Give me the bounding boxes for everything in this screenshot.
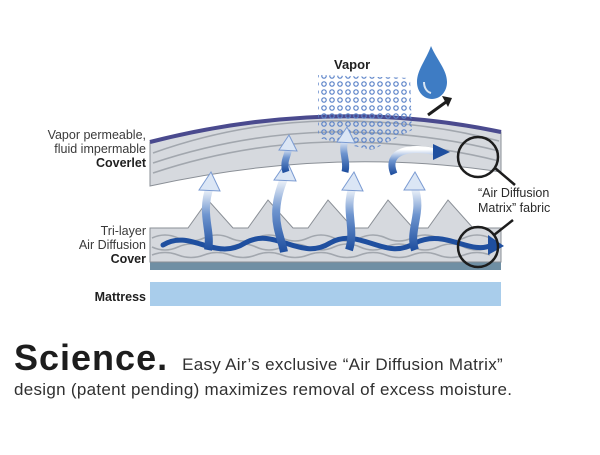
caption-line1: Easy Air’s exclusive “Air Diffusion Matr… bbox=[182, 355, 503, 374]
cover-name: Cover bbox=[110, 252, 146, 266]
cover-base-line bbox=[150, 262, 501, 270]
flow-wave-arrowhead bbox=[488, 235, 504, 255]
up-arrow-6 bbox=[336, 126, 356, 173]
water-drop-icon bbox=[417, 46, 447, 99]
coverlet-desc-line2: fluid impermable bbox=[54, 142, 146, 156]
fabric-callout-line2: Matrix” fabric bbox=[478, 201, 551, 215]
science-heading: Science. bbox=[14, 337, 169, 378]
fabric-callout: “Air Diffusion Matrix” fabric bbox=[478, 186, 550, 216]
magnifier-circle-icon-coverlet bbox=[456, 135, 500, 179]
cover-desc-line1: Tri-layer bbox=[100, 224, 146, 238]
magnifier-circle-icon-cover bbox=[456, 225, 500, 269]
vapor-label: Vapor bbox=[334, 57, 371, 72]
cover-label: Tri-layer Air Diffusion Cover bbox=[20, 224, 146, 266]
caption-row: Science. Easy Air’s exclusive “Air Diffus… bbox=[14, 337, 503, 379]
up-arrow-1 bbox=[198, 170, 221, 251]
coverlet-desc-line1: Vapor permeable, bbox=[47, 128, 146, 142]
diffusion-arrows bbox=[198, 126, 450, 253]
mattress-label: Mattress bbox=[94, 290, 146, 304]
up-arrow-4 bbox=[403, 171, 426, 252]
coverlet-name: Coverlet bbox=[95, 156, 146, 170]
coverlet-label: Vapor permeable, fluid impermable Coverl… bbox=[20, 128, 146, 170]
side-arrow-coverlet bbox=[388, 144, 450, 176]
caption-line2: design (patent pending) maximizes remova… bbox=[14, 380, 513, 399]
cover-desc-line2: Air Diffusion bbox=[78, 238, 146, 252]
vapor-dots bbox=[318, 75, 412, 150]
mattress-bar bbox=[150, 282, 501, 306]
up-arrow-5 bbox=[278, 134, 298, 174]
fabric-callout-line1: “Air Diffusion bbox=[478, 186, 550, 200]
arrow-icon bbox=[427, 100, 447, 117]
flow-wave-arrow bbox=[160, 235, 495, 252]
up-arrow-3 bbox=[341, 170, 364, 252]
